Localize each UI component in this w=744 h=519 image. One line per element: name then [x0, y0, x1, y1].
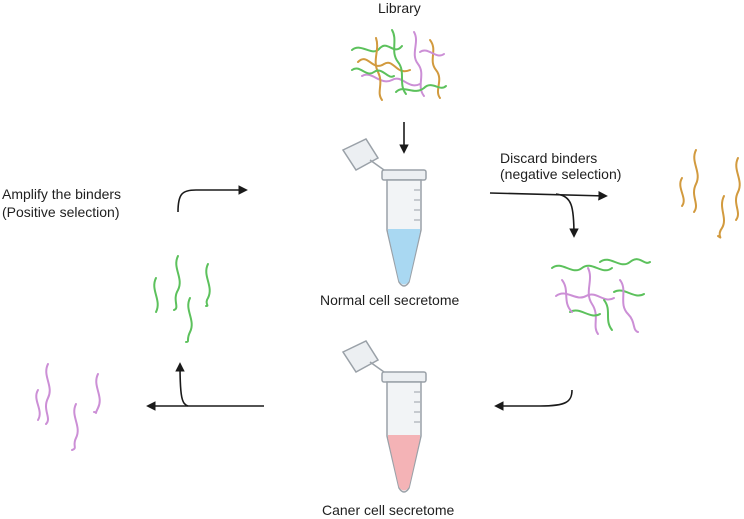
arrow-discard-right — [489, 191, 608, 201]
arrow-amplify — [177, 185, 248, 213]
discarded-strand — [679, 177, 685, 207]
non-binder-strand — [35, 389, 41, 421]
remaining-strand — [619, 279, 639, 333]
discarded-strand — [717, 195, 725, 239]
discard-label-line1: Discard binders — [500, 150, 598, 166]
arrow-to-cancer — [494, 389, 573, 411]
arrow-discard-down — [555, 193, 579, 238]
library-strand — [351, 44, 403, 53]
binder-strands — [153, 255, 211, 343]
binder-strand — [205, 263, 211, 307]
non-binder-strand — [71, 403, 79, 451]
non-binder-strand — [93, 373, 101, 414]
binder-strand — [153, 277, 159, 313]
remaining-strand — [613, 289, 645, 297]
discarded-strand — [693, 149, 699, 213]
non-binder-strand — [45, 363, 51, 425]
library-strand — [391, 29, 407, 95]
library-strand — [351, 67, 395, 78]
library-strand — [413, 31, 425, 97]
remaining-strand — [555, 292, 615, 301]
normal-liquid — [388, 229, 420, 285]
discarded-strand — [735, 157, 741, 221]
tube-cap-lid — [341, 340, 380, 373]
library-strands — [351, 29, 447, 101]
library-strand — [361, 73, 421, 87]
library-strand — [429, 39, 441, 99]
library-strand — [419, 49, 445, 57]
library-strand — [374, 37, 383, 101]
library-strand — [395, 84, 447, 93]
discarded-strands — [679, 149, 741, 239]
remaining-strand — [599, 258, 651, 266]
cancer-tube — [341, 340, 427, 493]
binder-strand — [173, 255, 181, 311]
library-label: Library — [378, 0, 421, 16]
cancer-liquid — [388, 435, 420, 491]
normal-tube-label: Normal cell secretome — [320, 292, 460, 308]
tube-rim — [381, 169, 427, 181]
cancer-tube-label: Caner cell secretome — [322, 502, 455, 518]
discard-label-line2: (negative selection) — [500, 166, 622, 182]
non-binder-strands — [35, 363, 101, 451]
arrow-up-to-binders — [175, 362, 189, 407]
remaining-strands — [551, 258, 651, 335]
amplify-label-line2: (Positive selection) — [2, 204, 120, 220]
tube-cap-lid — [341, 138, 380, 171]
tube-rim — [381, 371, 427, 383]
remaining-strand — [569, 309, 601, 317]
amplify-label-line1: Amplify the binders — [2, 186, 122, 202]
remaining-strand — [603, 299, 613, 331]
binder-strand — [185, 297, 193, 343]
normal-tube — [341, 138, 427, 287]
remaining-strand — [587, 267, 599, 335]
remaining-strand — [551, 264, 613, 272]
remaining-strand — [561, 279, 573, 313]
